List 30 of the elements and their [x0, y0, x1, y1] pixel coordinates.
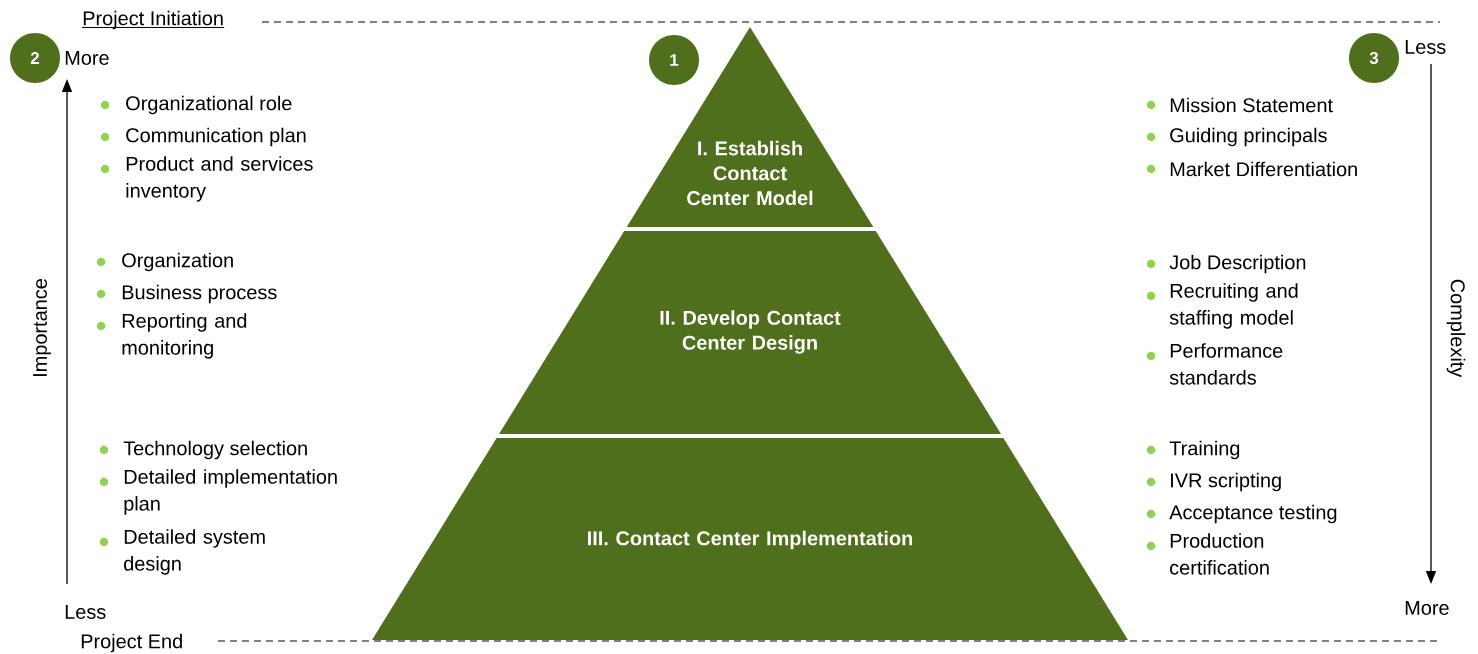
bullet-item: Technology selection	[123, 440, 307, 460]
bullet-item: Product and services inventory	[126, 156, 313, 202]
bullet-item: Training	[1169, 440, 1240, 460]
bullet-item: IVR scripting	[1171, 472, 1281, 492]
number-badge: 2	[10, 33, 60, 83]
bullet-item: Production certification	[1170, 533, 1269, 575]
axis-label: Project End	[81, 633, 182, 653]
bullet-item: Detailed implementation plan	[124, 469, 337, 515]
bullet-item: Detailed system design	[124, 529, 265, 575]
axis-title: Importance	[33, 279, 51, 376]
bullet-item: Communication plan	[126, 127, 306, 147]
bullet-item: Acceptance testing	[1169, 504, 1337, 524]
axis-label: Less	[65, 605, 106, 619]
bullet-item: Performance standards	[1169, 343, 1283, 385]
bullet-item: Market Differentiation	[1170, 161, 1357, 177]
axis-label: More	[1405, 601, 1449, 615]
bullet-item: Organization	[122, 252, 233, 272]
bullet-item: Recruiting and staffing model	[1169, 283, 1298, 329]
bullet-item: Guiding principals	[1170, 127, 1327, 147]
bullet-item: Business process	[122, 284, 277, 304]
number-badge: 3	[1349, 33, 1399, 83]
bullet-item: Reporting and monitoring	[122, 313, 247, 359]
axis-title: Complexity	[1446, 279, 1466, 378]
bullet-item: Organizational role	[126, 95, 292, 115]
number-badge: 1	[649, 35, 699, 85]
milestone-label: Project Initiation	[81, 10, 225, 30]
pyramid-tier: III. Contact Center Implementation	[372, 438, 1128, 640]
bullet-item: Job Description	[1169, 254, 1306, 274]
bullet-item: Mission Statement	[1170, 97, 1333, 113]
pyramid-tier: II. Develop Contact Center Design	[499, 231, 1001, 434]
